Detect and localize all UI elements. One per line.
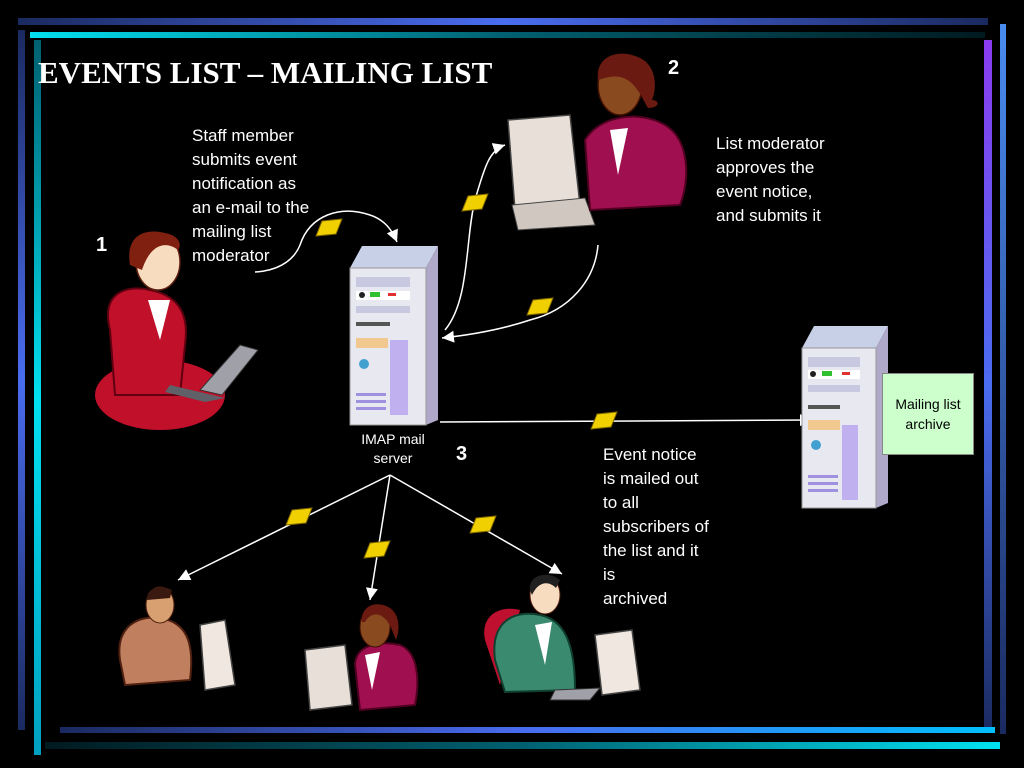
frame-left-cyan-bar [34,40,41,755]
frame-right-blue-bar [1000,24,1006,734]
step-number-2: 2 [668,57,680,79]
frame-right-bar [984,40,992,730]
frame-bottom-cyan-bar [45,742,1000,749]
mailed-note: Event notice is mailed out to all subscr… [603,443,709,611]
envelope-icon [461,193,489,212]
note-line: event notice, [716,182,813,201]
moderator-note: List moderator approves the event notice… [716,132,825,228]
note-line: moderator [192,246,270,265]
label-line: archive [905,416,951,432]
envelope-icon [363,540,391,559]
flow-to-subscriber-1 [177,474,391,581]
note-line: an e-mail to the [192,198,310,217]
envelope-icon [590,411,618,430]
note-line: and submits it [716,206,821,225]
note-line: mailing list [192,222,272,241]
flow-to-subscriber-2 [365,474,391,601]
staff-note: Staff member submits event notification … [192,124,309,268]
mailing-list-archive-box: Mailing list archive [882,373,974,455]
note-line: Event notice [603,445,697,464]
moderator-icon [507,53,688,231]
flow-server-to-moderator [444,143,506,331]
label-line: IMAP mail [361,431,425,447]
frame-bottom-bar [60,727,995,733]
note-line: to all [603,493,639,512]
note-line: the list and it [603,541,699,560]
note-line: is [603,565,616,584]
frame-left-bar [18,30,25,730]
label-line: Mailing list [895,396,961,412]
subscriber-2-icon [304,604,419,712]
flow-server-to-archive [439,414,813,427]
envelope-icon [285,507,313,526]
flow-staff-to-server [254,210,398,273]
note-line: submits event [192,150,297,169]
note-line: List moderator [716,134,825,153]
envelope-icon [469,515,497,534]
note-line: approves the [716,158,815,177]
note-line: archived [603,589,668,608]
imap-server-label: IMAP mail server [348,430,438,468]
label-line: server [373,450,413,466]
subscriber-1-icon [118,586,236,691]
subscriber-3-icon [484,574,641,701]
frame-top-bar [18,18,988,25]
staff-member-icon [95,231,259,430]
step-number-1: 1 [96,234,108,256]
frame-top-cyan-bar [30,32,985,38]
note-line: notification as [192,174,296,193]
note-line: Staff member [192,126,294,145]
flow-moderator-to-server [441,244,599,343]
note-line: is mailed out [603,469,699,488]
envelope-icon [315,218,343,237]
slide-title: EVENTS LIST – MAILING LIST [38,55,493,90]
note-line: subscribers of [603,517,709,536]
step-number-3: 3 [456,443,468,465]
imap-server-icon [349,246,438,426]
envelope-icon [526,297,554,316]
archive-server-icon [801,326,888,509]
